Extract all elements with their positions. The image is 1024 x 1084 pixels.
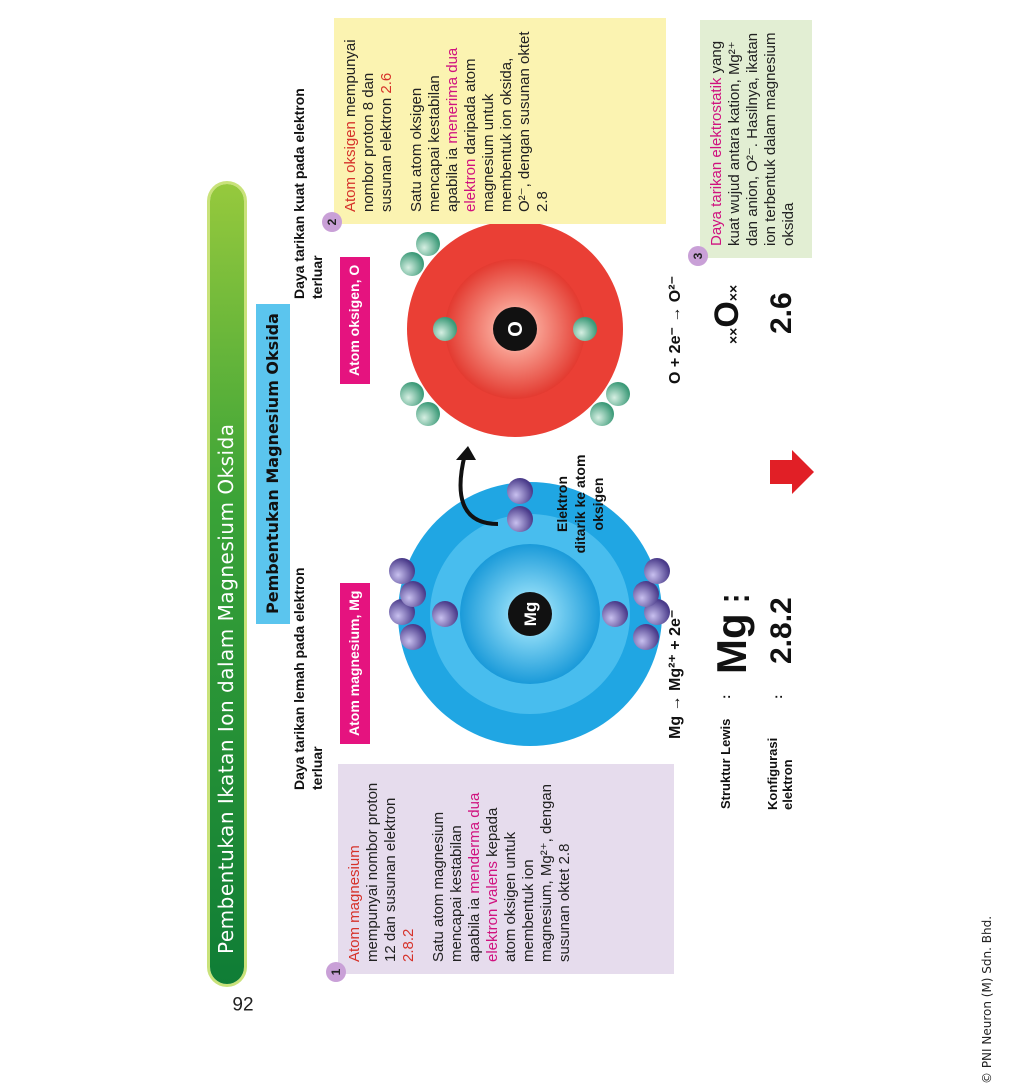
mg-lewis-structure: Mg⋮ bbox=[708, 583, 755, 674]
electron bbox=[633, 624, 659, 650]
mg-equation: Mg → Mg²⁺ + 2e⁻ bbox=[667, 609, 684, 739]
page-title: Pembentukan Ikatan Ion dalam Magnesium O… bbox=[214, 423, 238, 954]
o-tag: Atom oksigen, O bbox=[340, 256, 370, 384]
electron bbox=[433, 317, 457, 341]
step-1-badge: 1 bbox=[326, 962, 346, 982]
mg-nucleus bbox=[508, 592, 552, 636]
o-lewis-structure: ××O×× bbox=[708, 284, 746, 344]
electron bbox=[633, 581, 659, 607]
step-3-badge: 3 bbox=[688, 246, 708, 266]
electron bbox=[602, 601, 628, 627]
mg-lead: Atom magnesium bbox=[346, 845, 363, 962]
o-strong-label: Daya tarikan kuat pada elektron terluar bbox=[291, 88, 325, 299]
electron bbox=[400, 382, 424, 406]
electron bbox=[389, 558, 415, 584]
o-electrons bbox=[400, 232, 630, 426]
o-config: 2.6 bbox=[765, 292, 798, 334]
lewis-colon: : bbox=[718, 694, 733, 699]
config-label: Konfigurasi elektron bbox=[765, 737, 795, 810]
o-atom-diagram: O bbox=[400, 221, 630, 437]
mg-electrons bbox=[389, 558, 670, 650]
electron bbox=[400, 624, 426, 650]
electrostatic-lead: Daya tarikan elektrostatik bbox=[708, 77, 725, 246]
title-banner: Pembentukan Ikatan Ion dalam Magnesium O… bbox=[210, 184, 244, 984]
electron bbox=[644, 558, 670, 584]
transfer-label: Elektron ditarik ke atom oksigen bbox=[554, 454, 606, 554]
transfer-arrows bbox=[456, 446, 499, 526]
copyright: © PNI Neuron (M) Sdn. Bhd. bbox=[980, 915, 994, 1084]
mg-symbol: Mg bbox=[521, 602, 540, 627]
electrostatic-info-box: 3 Daya tarikan elektrostatik yang kuat w… bbox=[688, 20, 812, 266]
electron bbox=[416, 232, 440, 256]
electron bbox=[590, 402, 614, 426]
lewis-crosses: ×× bbox=[725, 327, 741, 344]
subtitle-banner: Pembentukan Magnesium Oksida bbox=[256, 304, 290, 624]
o-info-box: 2 Atom oksigen mempunyai nombor proton 8… bbox=[322, 18, 666, 232]
o-symbol: O bbox=[505, 321, 527, 337]
page-subtitle: Pembentukan Magnesium Oksida bbox=[263, 313, 282, 614]
mg-info-box: 1 Atom magnesium mempunyai nombor proton… bbox=[326, 764, 674, 982]
mg-atom-diagram: Mg bbox=[389, 482, 670, 746]
valence-electron bbox=[507, 506, 533, 532]
mg-tag: Atom magnesium, Mg bbox=[340, 582, 370, 744]
o-equation: O + 2e⁻ → O²⁻ bbox=[667, 275, 684, 384]
lewis-dots: ⋮ bbox=[720, 583, 753, 614]
page-number: 92 bbox=[232, 994, 254, 1016]
o-lead: Atom oksigen bbox=[342, 121, 359, 212]
electron bbox=[606, 382, 630, 406]
lewis-crosses: ×× bbox=[725, 284, 741, 302]
reaction-arrow-icon bbox=[770, 450, 814, 494]
rotated-content: 92 Pembentukan Ikatan Ion dalam Magnesiu… bbox=[210, 18, 994, 1084]
electron bbox=[400, 252, 424, 276]
config-colon: : bbox=[770, 694, 785, 699]
valence-electron bbox=[507, 478, 533, 504]
electron bbox=[400, 581, 426, 607]
mg-weak-label: Daya tarikan lemah pada elektron terluar bbox=[291, 567, 325, 790]
mg-config: 2.8.2 bbox=[765, 597, 798, 664]
step-2-badge: 2 bbox=[322, 212, 342, 232]
transfer-electrons bbox=[507, 478, 533, 532]
o-nucleus bbox=[493, 307, 537, 351]
electron bbox=[573, 317, 597, 341]
electron bbox=[416, 402, 440, 426]
lewis-label: Struktur Lewis bbox=[718, 718, 733, 809]
page: 92 Pembentukan Ikatan Ion dalam Magnesiu… bbox=[210, 18, 994, 1084]
electron bbox=[432, 601, 458, 627]
